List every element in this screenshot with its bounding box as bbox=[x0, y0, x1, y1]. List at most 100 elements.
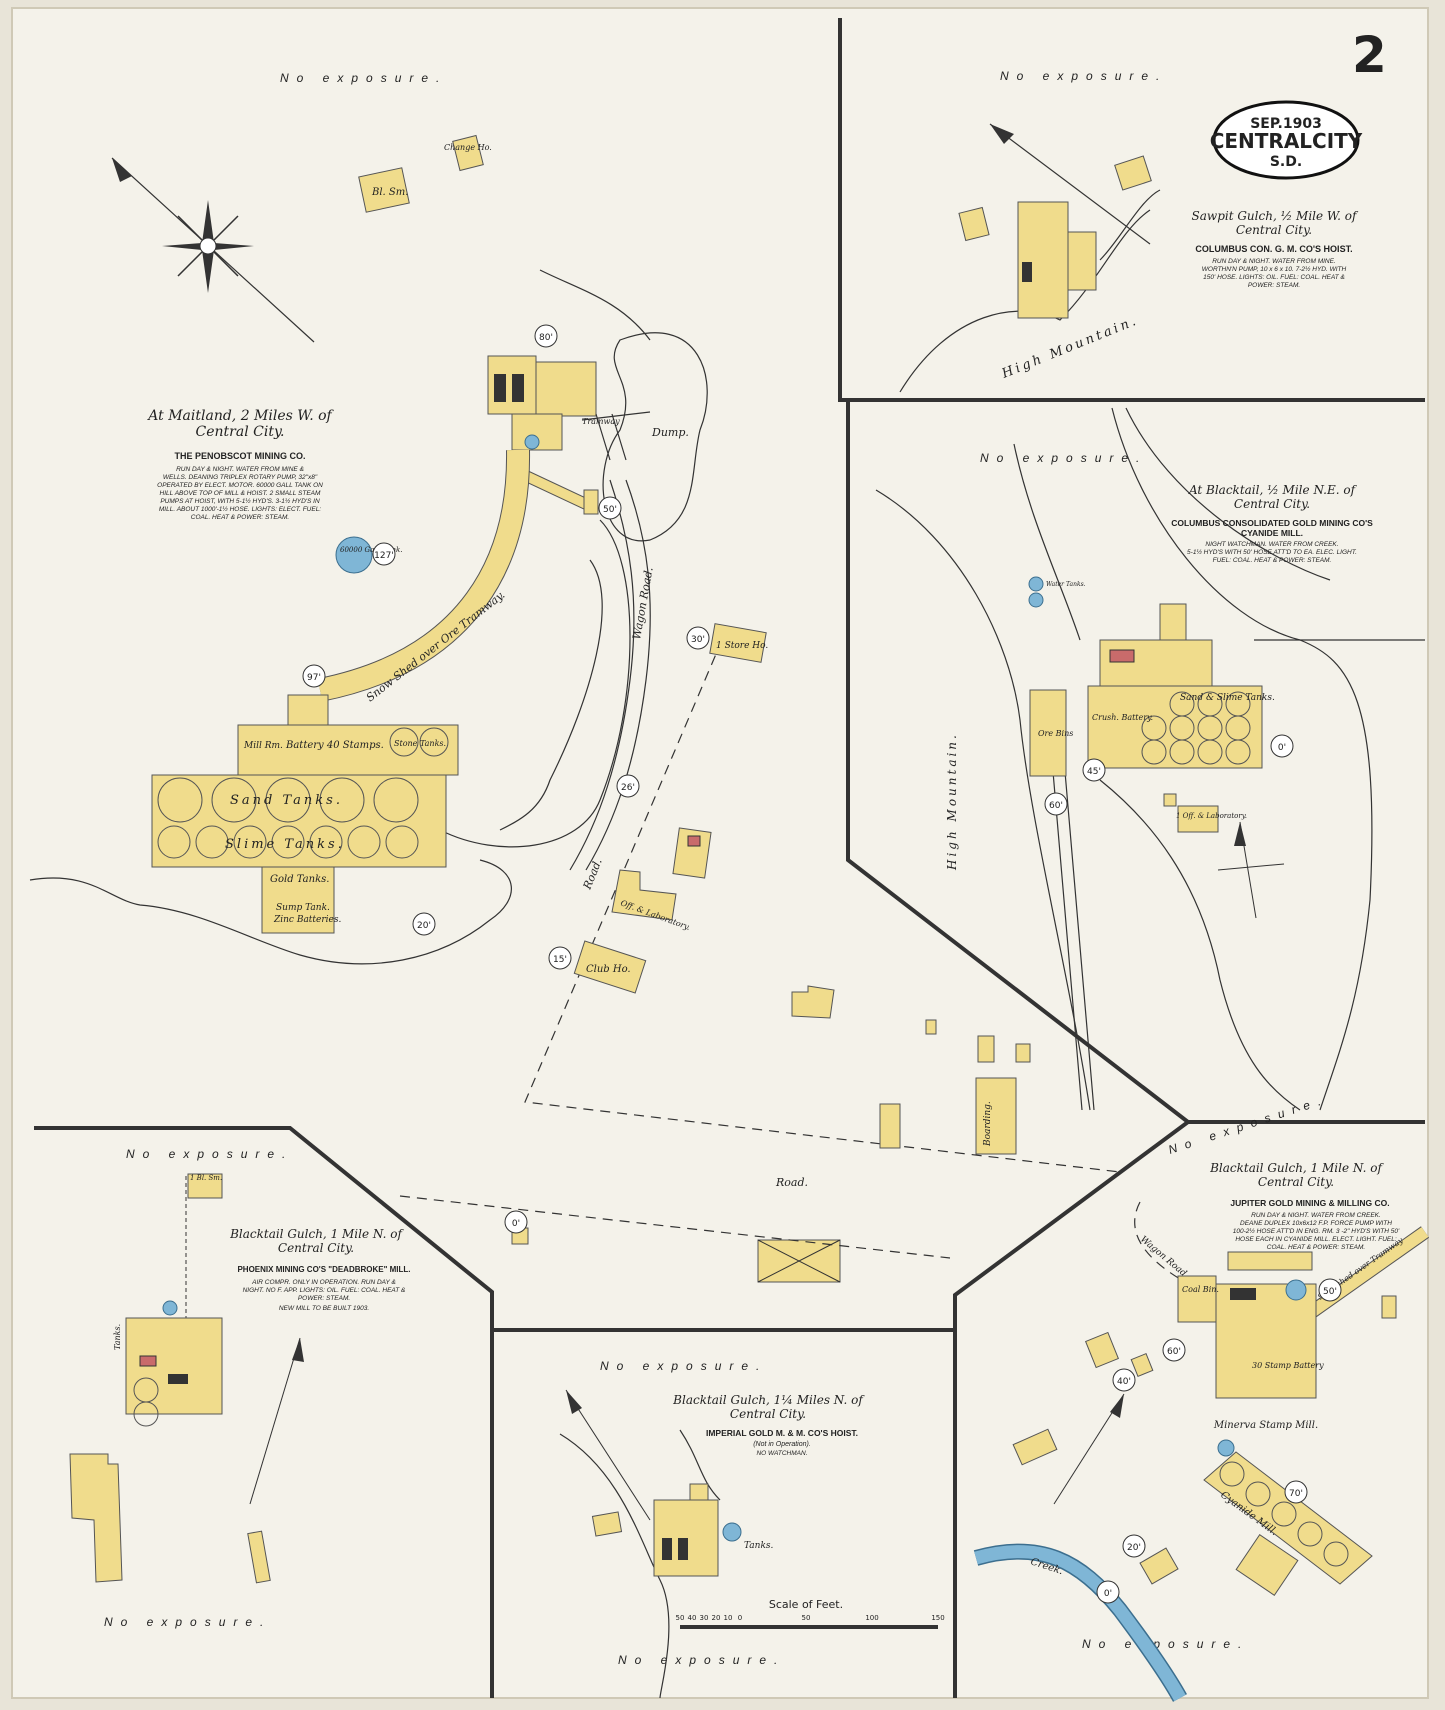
svg-text:COAL. HEAT & POWER: STEAM.: COAL. HEAT & POWER: STEAM. bbox=[1267, 1244, 1366, 1251]
compass-rose-icon bbox=[111, 157, 315, 343]
jupiter-battery-label: 30 Stamp Battery bbox=[1252, 1361, 1324, 1370]
scale-tick-label: 50 bbox=[676, 1614, 685, 1622]
maitland-stone-tanks-label: Stone Tanks. bbox=[394, 739, 446, 748]
svg-text:POWER: STEAM.: POWER: STEAM. bbox=[298, 1295, 351, 1302]
svg-text:15': 15' bbox=[553, 955, 567, 965]
svg-text:NIGHT WATCHMAN. WATER FROM CRE: NIGHT WATCHMAN. WATER FROM CREEK. bbox=[1205, 541, 1338, 548]
maitland-store bbox=[709, 623, 767, 663]
cyanide-mountain: High Mountain. bbox=[945, 732, 959, 871]
maitland-bl-sm-label: Bl. Sm. bbox=[371, 187, 408, 198]
cyanide-elevation-markers: 0' 45' 60' bbox=[1044, 734, 1294, 816]
sawpit-hoist bbox=[1017, 201, 1069, 319]
sheet-number: 2 bbox=[1352, 26, 1387, 84]
maitland-gold-tanks-block bbox=[261, 866, 335, 934]
svg-text:RUN DAY & NIGHT. WATER FROM MI: RUN DAY & NIGHT. WATER FROM MINE & bbox=[176, 466, 304, 473]
svg-text:RUN DAY & NIGHT. WATER FROM MI: RUN DAY & NIGHT. WATER FROM MINE. bbox=[1212, 258, 1336, 265]
maitland-sand-tanks-label: Sand Tanks. bbox=[230, 793, 343, 808]
maitland-location: At Maitland, 2 Miles W. of bbox=[146, 408, 334, 424]
maitland-elevation-markers: 80' 50' 127' 97' 26' 30' 20' 15' 0' bbox=[302, 324, 710, 1234]
panel-dividers bbox=[34, 18, 1425, 1698]
maitland-club-label: Club Ho. bbox=[586, 964, 631, 975]
svg-text:HOSE EACH IN CYANIDE MILL. ELE: HOSE EACH IN CYANIDE MILL. ELECT. LIGHT.… bbox=[1235, 1236, 1397, 1243]
stamp-state: S.D. bbox=[1270, 154, 1302, 170]
scale-tick-label: 20 bbox=[712, 1614, 721, 1622]
svg-text:0': 0' bbox=[512, 1219, 520, 1229]
svg-text:80': 80' bbox=[539, 333, 553, 343]
svg-text:97': 97' bbox=[307, 673, 321, 683]
stamp-date: SEP.1903 bbox=[1250, 116, 1322, 132]
panel-deadbroke: No exposure. No exposure. 1 Bl. Sm. Tank… bbox=[69, 1147, 411, 1629]
svg-text:50': 50' bbox=[1323, 1287, 1337, 1297]
maitland-slime-tanks-label: Slime Tanks. bbox=[225, 837, 345, 852]
jupiter-stamp-mill bbox=[1215, 1283, 1317, 1399]
cyanide-lab-label: 1 Off. & Laboratory. bbox=[1176, 812, 1247, 820]
svg-text:DEANE DUPLEX 10x6x12 F.P. FORC: DEANE DUPLEX 10x6x12 F.P. FORCE PUMP WIT… bbox=[1240, 1220, 1392, 1227]
svg-text:AIR COMPR. ONLY IN OPERATION.: AIR COMPR. ONLY IN OPERATION. RUN DAY & bbox=[251, 1279, 396, 1286]
panel-imperial: No exposure. No exposure. Tanks. Blackta… bbox=[559, 1359, 945, 1699]
svg-text:5-1½ HYD'S WITH 50' HOSE ATT'D: 5-1½ HYD'S WITH 50' HOSE ATT'D TO EA. EL… bbox=[1187, 548, 1357, 556]
svg-text:45': 45' bbox=[1087, 767, 1101, 777]
svg-text:60': 60' bbox=[1167, 1347, 1181, 1357]
maitland-zinc-label: Zinc Batteries. bbox=[273, 915, 341, 925]
panel-blacktail-cyanide: No exposure. Water Tanks. Ore Bins Crush… bbox=[875, 407, 1425, 1111]
stamp-city: CENTRALCITY bbox=[1210, 129, 1363, 153]
svg-text:26': 26' bbox=[621, 783, 635, 793]
sawpit-location: Sawpit Gulch, ½ Mile W. of bbox=[1192, 209, 1359, 223]
svg-text:RUN DAY & NIGHT. WATER FROM CR: RUN DAY & NIGHT. WATER FROM CREEK. bbox=[1251, 1212, 1381, 1219]
svg-text:NEW MILL TO BE BUILT 1903.: NEW MILL TO BE BUILT 1903. bbox=[279, 1305, 370, 1312]
deadbroke-company: PHOENIX MINING CO'S "DEADBROKE" MILL. bbox=[237, 1265, 410, 1274]
svg-text:WORTHN'N PUMP, 10 x 6 x 10. 7-: WORTHN'N PUMP, 10 x 6 x 10. 7-2½ HYD. WI… bbox=[1202, 265, 1347, 273]
scale-tick-label: 10 bbox=[724, 1614, 733, 1622]
imperial-north-arrow-icon bbox=[566, 1390, 582, 1414]
scale-tick-label: 30 bbox=[700, 1614, 709, 1622]
svg-text:0': 0' bbox=[1278, 743, 1286, 753]
svg-text:WELLS. DEANING TRIPLEX ROTARY: WELLS. DEANING TRIPLEX ROTARY PUMP, 32"x… bbox=[163, 474, 318, 481]
maitland-mill-rm-label: Mill Rm. bbox=[243, 741, 283, 751]
cyanide-ore-bins-label: Ore Bins bbox=[1038, 729, 1073, 738]
svg-text:30': 30' bbox=[691, 635, 705, 645]
svg-text:70': 70' bbox=[1289, 1489, 1303, 1499]
cyanide-location2: Central City. bbox=[1234, 497, 1310, 511]
cyanide-north-arrow-icon bbox=[1234, 822, 1246, 846]
cyanide-location: At Blacktail, ½ Mile N.E. of bbox=[1188, 483, 1358, 497]
maitland-60000-tank bbox=[335, 536, 373, 574]
deadbroke-location: Blacktail Gulch, 1 Mile N. of bbox=[229, 1227, 404, 1241]
maitland-tramway-label: Tramway bbox=[582, 417, 620, 426]
sawpit-no-exposure: No exposure. bbox=[1000, 69, 1167, 83]
city-stamp-oval bbox=[1212, 100, 1360, 180]
svg-text:150' HOSE. LIGHTS: OIL. FUEL:: 150' HOSE. LIGHTS: OIL. FUEL: COAL. HEAT… bbox=[1203, 274, 1345, 281]
maitland-store-label: 1 Store Ho. bbox=[716, 641, 768, 651]
svg-text:HILL ABOVE TOP OF MILL & HOIST: HILL ABOVE TOP OF MILL & HOIST. 2 SMALL … bbox=[160, 490, 321, 497]
svg-text:FUEL: COAL. HEAT & POWER: STEA: FUEL: COAL. HEAT & POWER: STEAM. bbox=[1213, 557, 1332, 564]
jupiter-coal-bin-label: Coal Bin. bbox=[1182, 1285, 1219, 1294]
jupiter-stamp-mill-label: Minerva Stamp Mill. bbox=[1213, 1420, 1318, 1431]
svg-text:NO WATCHMAN.: NO WATCHMAN. bbox=[756, 1450, 807, 1457]
jupiter-company: JUPITER GOLD MINING & MILLING CO. bbox=[1230, 1198, 1389, 1208]
imperial-location: Blacktail Gulch, 1¼ Miles N. of bbox=[672, 1393, 865, 1407]
imperial-tank bbox=[722, 1522, 742, 1542]
svg-text:100-2½ HOSE ATT'D IN ENG. RM.: 100-2½ HOSE ATT'D IN ENG. RM. 3 -2" HYD'… bbox=[1233, 1227, 1400, 1235]
svg-text:60': 60' bbox=[1049, 801, 1063, 811]
maitland-club-house bbox=[573, 940, 647, 994]
maitland-notes: RUN DAY & NIGHT. WATER FROM MINE & WELLS… bbox=[157, 466, 323, 521]
svg-text:OPERATED BY ELECT. MOTOR. 6000: OPERATED BY ELECT. MOTOR. 60000 GALL TAN… bbox=[157, 482, 323, 489]
svg-text:50': 50' bbox=[603, 505, 617, 515]
scale-tick-label: 100 bbox=[865, 1614, 878, 1622]
maitland-bl-sm bbox=[358, 167, 410, 213]
maitland-hoist-tank bbox=[524, 434, 540, 450]
imperial-company: IMPERIAL GOLD M. & M. CO'S HOIST. bbox=[706, 1428, 858, 1438]
maitland-gulch bbox=[499, 559, 603, 831]
imperial-tanks-label: Tanks. bbox=[744, 1541, 774, 1551]
jupiter-north-arrow-icon bbox=[1110, 1394, 1124, 1418]
imperial-location2: Central City. bbox=[730, 1407, 806, 1421]
maitland-road2-label: Road. bbox=[775, 1176, 808, 1189]
scale-tick-label: 50 bbox=[802, 1614, 811, 1622]
maitland-boarding bbox=[975, 1077, 1017, 1155]
scale-tick-label: 0 bbox=[738, 1614, 742, 1622]
svg-text:POWER: STEAM.: POWER: STEAM. bbox=[1248, 282, 1301, 289]
deadbroke-no-exposure-top: No exposure. bbox=[126, 1147, 293, 1161]
sawpit-company: COLUMBUS CON. G. M. CO'S HOIST. bbox=[1195, 244, 1352, 254]
svg-text:40': 40' bbox=[1117, 1377, 1131, 1387]
